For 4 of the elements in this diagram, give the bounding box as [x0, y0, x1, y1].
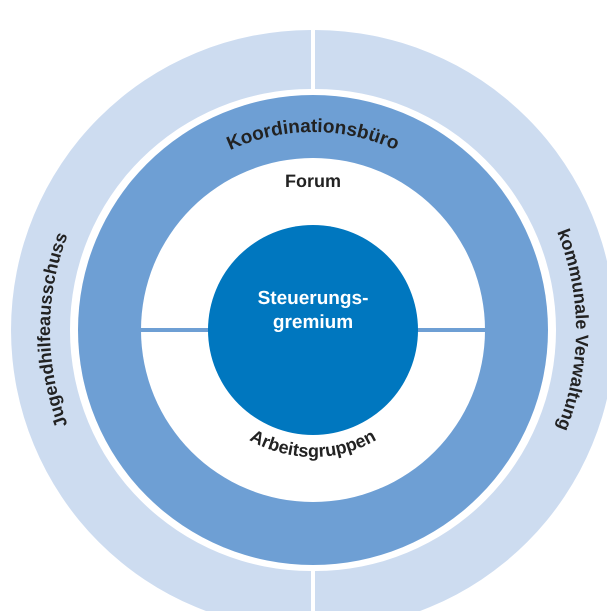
circle-label: Steuerungs- gremium [256, 287, 370, 334]
section-label: Arbeitsgruppen [247, 426, 379, 462]
section-label: Forum [284, 170, 342, 192]
ring-label: Koordinationsbüro [224, 116, 402, 155]
